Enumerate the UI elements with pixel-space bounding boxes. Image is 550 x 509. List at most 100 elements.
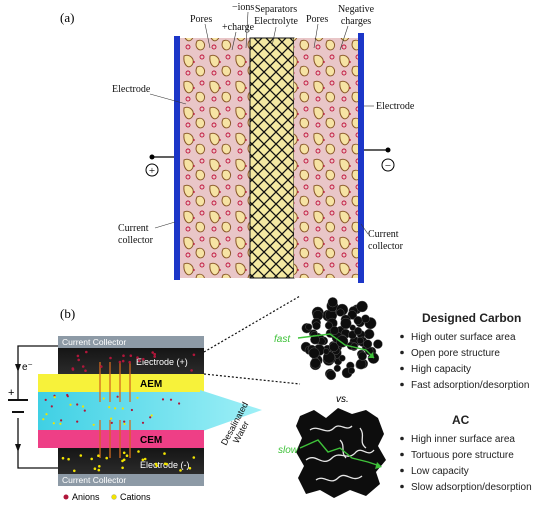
cem-membrane: [38, 430, 204, 448]
designed-feature-item: Fast adsorption/desorption: [411, 380, 529, 391]
anion-particle: [141, 421, 145, 424]
ac-feature-bullet-icon: [400, 436, 404, 441]
anion-particle: [130, 408, 133, 412]
cation-particle: [150, 414, 153, 417]
designed-feature-bullet-icon: [400, 382, 404, 387]
minus-terminal-icon: [381, 158, 395, 172]
left-electrode-region: [180, 38, 250, 278]
cation-particle: [122, 458, 126, 462]
panel-a-label: (a): [60, 10, 74, 25]
right-terminal-dot: [385, 147, 391, 153]
cation-particle: [97, 468, 101, 472]
current-collector-top: [58, 336, 204, 348]
anion-particle: [116, 395, 119, 398]
cation-particle: [102, 397, 105, 400]
designed-feature-item: Open pore structure: [411, 348, 500, 359]
ac-feature-item: High inner surface area: [411, 434, 515, 445]
current-collector-bottom-label: Current Collector: [62, 475, 126, 485]
carbon-bead: [312, 321, 321, 330]
anion-migration-arrows: [99, 362, 131, 402]
anion-particle: [60, 419, 63, 422]
slow-path-arrow: [299, 439, 381, 467]
carbon-bead: [305, 323, 313, 331]
electrode-positive: [58, 348, 204, 374]
cation-particle: [179, 469, 182, 472]
anion-particle: [71, 368, 75, 371]
anion-particle: [142, 357, 145, 361]
legend-anions: Anions: [72, 492, 100, 502]
fast-arrowhead-icon: [368, 352, 374, 358]
collector-left-label-1: Current: [118, 223, 149, 234]
label-charge: +charge: [222, 22, 255, 33]
anion-particle: [84, 369, 87, 373]
collector-right-label-2: collector: [368, 241, 404, 252]
ac-feature-item: Low capacity: [411, 466, 469, 477]
anion-particle: [83, 409, 86, 412]
cation-particle: [97, 454, 100, 458]
cation-particle: [67, 457, 70, 461]
fast-label: fast: [274, 334, 291, 345]
carbon-bead: [310, 334, 320, 345]
cation-particle: [122, 451, 126, 455]
slow-arrowhead-icon: [375, 462, 382, 469]
carbon-bead: [336, 308, 345, 317]
cation-particle: [163, 452, 166, 455]
designed-carbon-image: fast: [274, 296, 384, 382]
electron-label: e⁻: [22, 362, 33, 373]
carbon-bead: [364, 328, 375, 340]
panel-a: (a) + − Pores −ions +charge Separators E…: [60, 2, 415, 283]
anion-particle: [118, 360, 122, 364]
battery-plus-sign: +: [8, 387, 14, 399]
carbon-bead: [338, 354, 346, 362]
panel-b-label: (b): [60, 306, 75, 321]
cation-particle: [121, 407, 124, 410]
ac-feature-bullet-icon: [400, 468, 404, 473]
anion-particle: [50, 405, 53, 408]
ac-title: AC: [452, 413, 470, 427]
slow-label: slow: [278, 445, 299, 456]
zoom-lines: [203, 295, 301, 385]
anion-particle: [161, 398, 165, 401]
carbon-bead: [356, 337, 364, 345]
ac-feature-bullet-icon: [400, 484, 404, 489]
anion-particle: [122, 354, 125, 358]
carbon-bead: [357, 351, 367, 361]
cation-particle: [73, 469, 76, 473]
right-electrode-region: [294, 38, 358, 278]
anion-particle: [44, 398, 47, 401]
cation-particle: [92, 423, 95, 426]
collector-right-label-1: Current: [368, 229, 399, 240]
right-current-collector: [358, 33, 364, 283]
cation-particle: [125, 454, 129, 458]
cation-particle: [163, 462, 167, 466]
designed-feature-bullet-icon: [400, 366, 404, 371]
anion-particle: [153, 355, 156, 358]
anion-legend-icon: [63, 494, 69, 500]
anion-particle: [66, 393, 69, 397]
collector-left-label-2: collector: [118, 235, 154, 246]
vs-label: vs.: [336, 394, 349, 405]
cation-particle: [53, 396, 56, 399]
label-negative: Negative: [338, 4, 375, 15]
carbon-bead: [333, 364, 341, 372]
cation-particle: [155, 464, 158, 468]
label-separators: Separators: [255, 4, 297, 15]
cation-particle: [121, 466, 124, 470]
cation-particle: [45, 413, 48, 416]
designed-feature-bullet-icon: [400, 350, 404, 355]
cation-particle: [123, 422, 126, 426]
left-current-collector: [174, 36, 180, 280]
anion-particle: [123, 420, 126, 423]
anion-particle: [190, 369, 193, 372]
cation-particle: [90, 457, 93, 461]
anion-particle: [149, 416, 152, 419]
anion-particle: [100, 365, 103, 368]
anion-particle: [76, 354, 80, 358]
label-pores-right: Pores: [306, 14, 328, 25]
anion-particle: [76, 403, 79, 406]
anion-particle: [81, 365, 85, 368]
anion-particle: [136, 356, 139, 359]
carbon-bead: [361, 314, 370, 324]
